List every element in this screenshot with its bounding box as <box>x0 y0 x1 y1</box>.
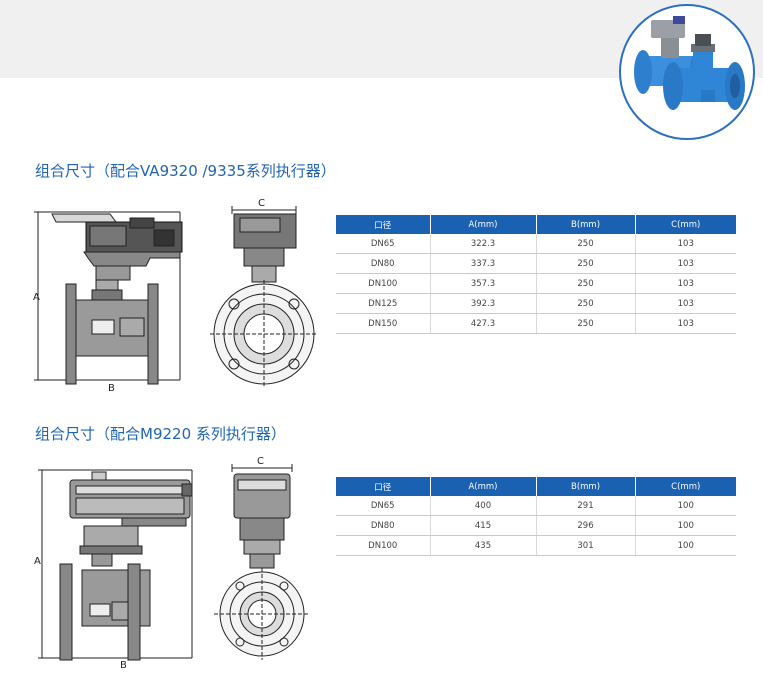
cell-caliber: DN80 <box>336 253 431 274</box>
cell-caliber: DN100 <box>336 273 431 294</box>
dimension-label-a: A <box>34 556 41 567</box>
header-a: A(mm) <box>430 215 537 234</box>
cell-b: 296 <box>536 515 636 536</box>
dimension-label-b: B <box>108 383 115 394</box>
valve-product-photo <box>619 4 755 140</box>
dimension-label-a: A <box>33 292 40 303</box>
cell-a: 357.3 <box>430 273 537 294</box>
valve-front-view-drawing: C <box>210 198 318 388</box>
table-row: DN80 415 296 100 <box>336 515 736 536</box>
valve-front-view-drawing: C <box>214 456 310 660</box>
cell-caliber: DN125 <box>336 293 431 314</box>
cell-a: 427.3 <box>430 313 537 334</box>
cell-c: 100 <box>635 535 736 556</box>
header-caliber: 口径 <box>336 215 431 234</box>
section-title: 组合尺寸（配合VA9320 /9335系列执行器） <box>35 162 336 180</box>
cell-caliber: DN150 <box>336 313 431 334</box>
cell-caliber: DN65 <box>336 234 431 254</box>
cell-caliber: DN100 <box>336 535 431 556</box>
cell-caliber: DN80 <box>336 515 431 536</box>
dimension-table: 口径 A(mm) B(mm) C(mm) DN65 400 291 100 DN… <box>336 477 736 556</box>
cell-c: 103 <box>635 253 736 274</box>
cell-b: 250 <box>536 273 636 294</box>
cell-caliber: DN65 <box>336 496 431 516</box>
dimension-table: 口径 A(mm) B(mm) C(mm) DN65 322.3 250 103 … <box>336 215 736 334</box>
header-c: C(mm) <box>635 477 736 496</box>
cell-c: 103 <box>635 313 736 334</box>
valve-side-view-drawing: A B <box>33 211 183 394</box>
cell-c: 100 <box>635 496 736 516</box>
table-row: DN80 337.3 250 103 <box>336 253 736 274</box>
cell-a: 400 <box>430 496 537 516</box>
cell-b: 250 <box>536 313 636 334</box>
cell-b: 301 <box>536 535 636 556</box>
header-c: C(mm) <box>635 215 736 234</box>
table-row: DN100 357.3 250 103 <box>336 273 736 294</box>
header-b: B(mm) <box>536 215 636 234</box>
cell-c: 103 <box>635 273 736 294</box>
table-row: DN100 435 301 100 <box>336 535 736 556</box>
cell-b: 250 <box>536 234 636 254</box>
cell-b: 291 <box>536 496 636 516</box>
table-row: DN125 392.3 250 103 <box>336 293 736 314</box>
dimension-label-c: C <box>258 198 265 209</box>
cell-a: 392.3 <box>430 293 537 314</box>
valve-side-view-drawing: A B <box>34 469 193 671</box>
table-row: DN65 400 291 100 <box>336 496 736 516</box>
header-caliber: 口径 <box>336 477 431 496</box>
cell-c: 103 <box>635 234 736 254</box>
dimension-label-c: C <box>257 456 264 467</box>
cell-a: 435 <box>430 535 537 556</box>
table-row: DN65 322.3 250 103 <box>336 234 736 254</box>
section-title: 组合尺寸（配合M9220 系列执行器） <box>35 425 286 443</box>
cell-a: 415 <box>430 515 537 536</box>
table-header-row: 口径 A(mm) B(mm) C(mm) <box>336 477 736 496</box>
cell-c: 100 <box>635 515 736 536</box>
header-a: A(mm) <box>430 477 537 496</box>
table-row: DN150 427.3 250 103 <box>336 313 736 334</box>
cell-a: 322.3 <box>430 234 537 254</box>
dimension-label-b: B <box>120 660 127 671</box>
cell-a: 337.3 <box>430 253 537 274</box>
cell-b: 250 <box>536 253 636 274</box>
cell-b: 250 <box>536 293 636 314</box>
cell-c: 103 <box>635 293 736 314</box>
header-b: B(mm) <box>536 477 636 496</box>
table-header-row: 口径 A(mm) B(mm) C(mm) <box>336 215 736 234</box>
